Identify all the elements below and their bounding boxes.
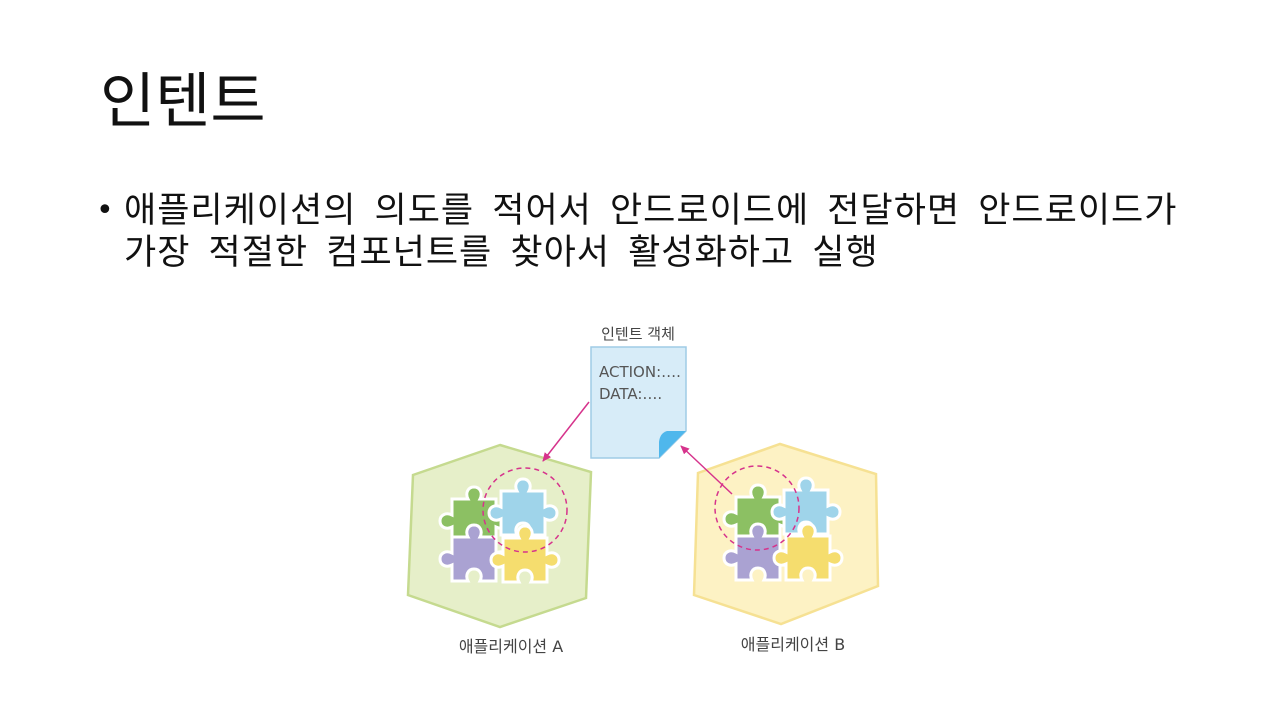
- bullet-item: • 애플리케이션의 의도를 적어서 안드로이드에 전달하면 안드로이드가 가장 …: [96, 190, 1196, 274]
- bullet-dot-icon: •: [96, 193, 115, 228]
- arrow-to-app-a: [542, 401, 590, 462]
- app-b-label: 애플리케이션 B: [741, 635, 845, 654]
- bullet-text: 애플리케이션의 의도를 적어서 안드로이드에 전달하면 안드로이드가 가장 적절…: [124, 191, 1178, 273]
- app-b-highlight-circle: [714, 465, 800, 551]
- intent-data-line: DATA:….: [599, 385, 662, 403]
- slide-title: 인텐트: [100, 67, 266, 137]
- intent-object-label: 인텐트 객체: [601, 325, 675, 343]
- app-a-highlight-circle: [482, 467, 568, 553]
- intent-object-card: [590, 346, 687, 459]
- intent-action-line: ACTION:….: [599, 363, 681, 381]
- arrow-from-app-b: [680, 445, 733, 495]
- bullet-list: • 애플리케이션의 의도를 적어서 안드로이드에 전달하면 안드로이드가 가장 …: [96, 190, 1196, 274]
- app-a-label: 애플리케이션 A: [459, 637, 563, 656]
